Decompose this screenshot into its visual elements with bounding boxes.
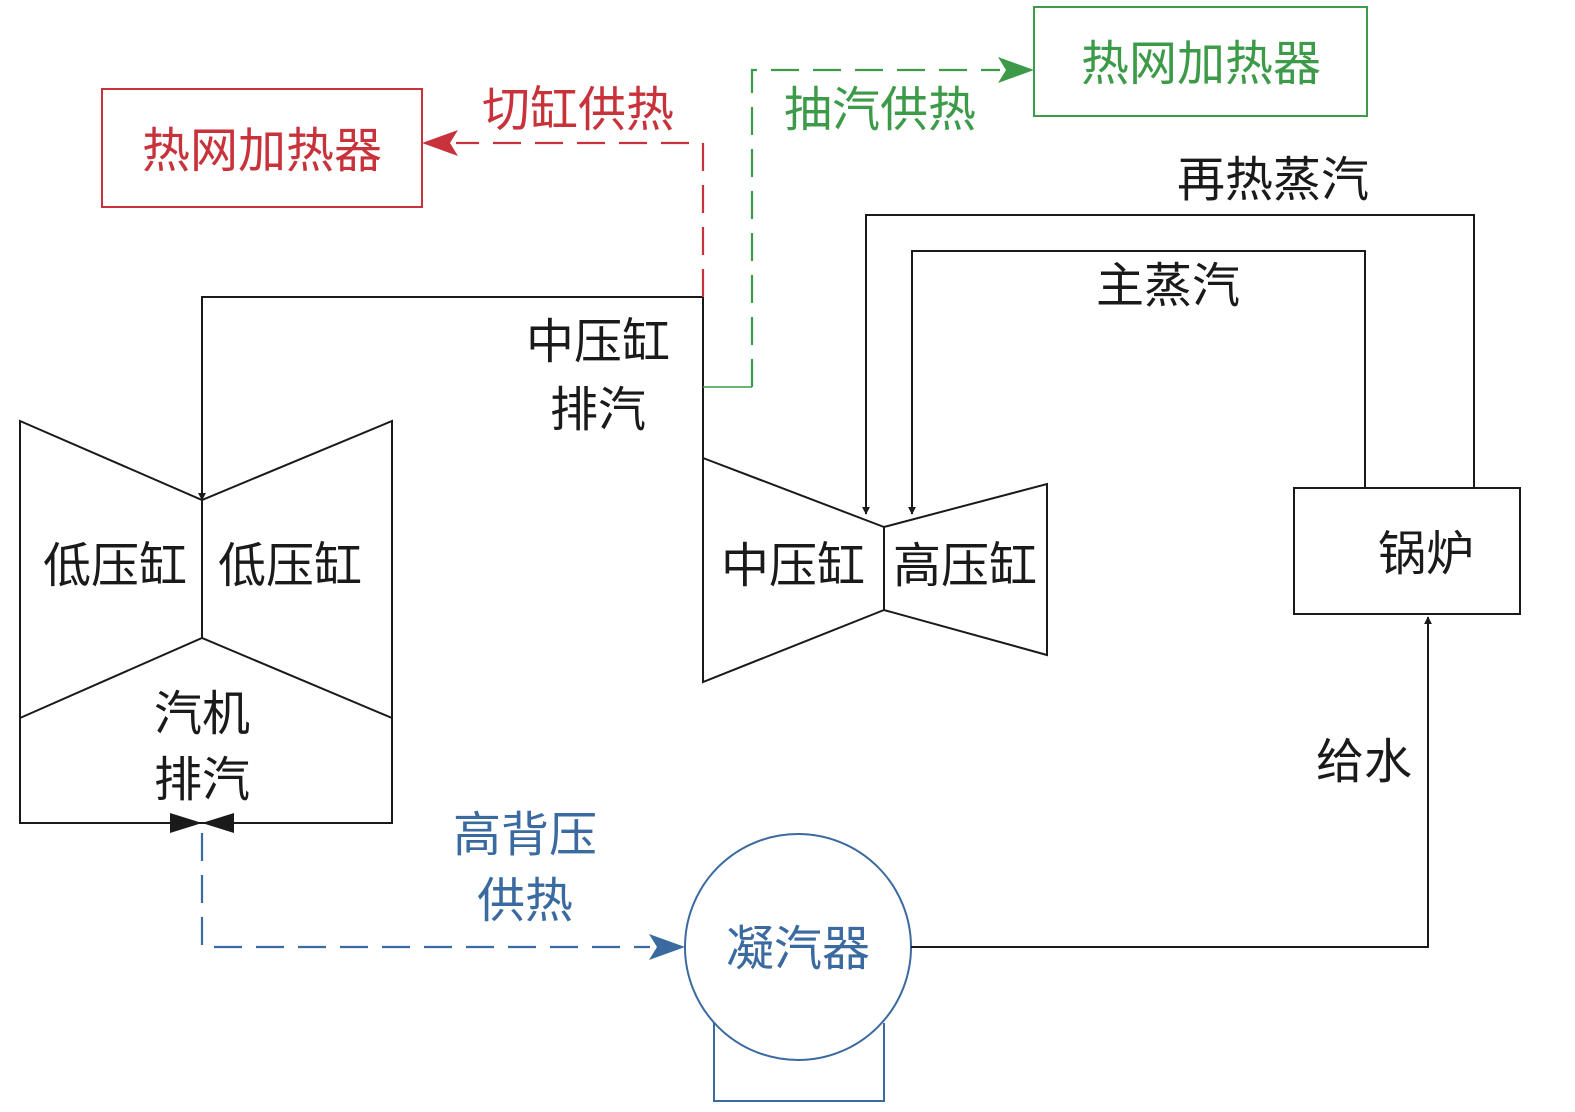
cut-cylinder-arrowhead [422, 130, 458, 156]
lp-right-label: 低压缸 [218, 538, 362, 594]
main-steam-line [908, 250, 1366, 515]
ip-exhaust-crossover-line [198, 296, 704, 501]
condenser-label: 凝汽器 [726, 921, 870, 977]
turbine-exhaust-label-line1: 汽机 [154, 686, 250, 742]
reheat-steam-line [862, 214, 1475, 515]
heater-red-box [101, 88, 423, 208]
high-backpressure-label-line1: 高背压 [453, 807, 597, 863]
ip-exhaust-label-line2: 排汽 [550, 382, 646, 438]
feedwater-line [911, 616, 1432, 948]
lp-exhaust-arrow-left [170, 813, 202, 833]
ip-label: 中压缸 [721, 538, 865, 594]
feedwater-label: 给水 [1316, 734, 1412, 790]
cut-cylinder-supply-line [456, 141, 705, 297]
boiler-label: 锅炉 [1378, 526, 1474, 582]
heater-green-box [1033, 6, 1368, 117]
heater-red-label: 热网加热器 [142, 123, 382, 179]
ip-exhaust-label-line1: 中压缸 [526, 314, 670, 370]
turbine-exhaust-label-line2: 排汽 [154, 752, 250, 808]
high-backpressure-label-line2: 供热 [477, 873, 573, 929]
heater-green-label: 热网加热器 [1081, 36, 1321, 92]
lp-exhaust-arrow-right [202, 813, 234, 833]
lp-turbine-outline [19, 419, 393, 824]
hp-label: 高压缸 [893, 538, 1037, 594]
cut-cylinder-supply-label: 切缸供热 [482, 82, 674, 138]
boiler-box [1293, 487, 1521, 615]
lp-lower-chevron [19, 636, 393, 719]
main-steam-label: 主蒸汽 [1096, 258, 1240, 314]
reheat-steam-label: 再热蒸汽 [1177, 152, 1369, 208]
high-backpressure-arrowhead [649, 934, 685, 960]
lp-left-label: 低压缸 [43, 538, 187, 594]
extraction-supply-line [750, 68, 1000, 387]
condenser-base [713, 1023, 885, 1102]
extraction-supply-label: 抽汽供热 [784, 82, 976, 138]
extraction-arrowhead [998, 57, 1034, 83]
